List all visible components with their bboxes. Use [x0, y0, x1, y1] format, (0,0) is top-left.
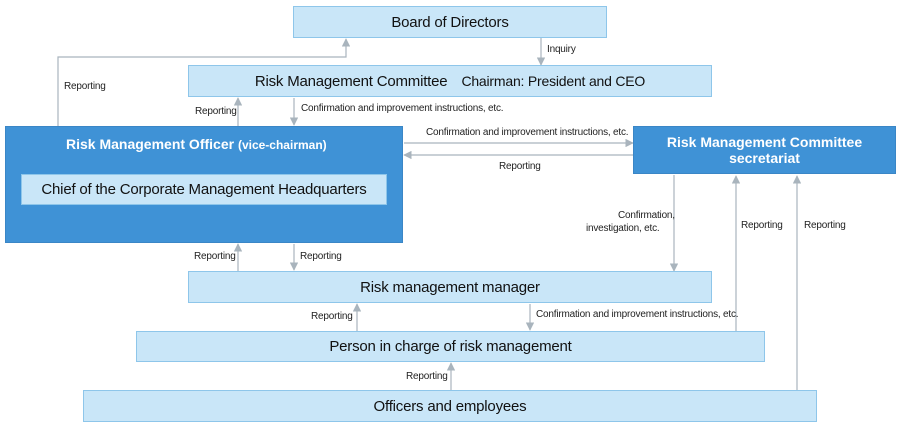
manager-label: Risk management manager [360, 278, 540, 296]
label-confirm-officer-secretariat: Confirmation and improvement instruction… [426, 127, 629, 138]
risk-management-manager-box: Risk management manager [188, 271, 712, 303]
committee-chairman: Chairman: President and CEO [461, 73, 646, 89]
arrow-officer-to-board [57, 38, 351, 126]
officers-employees-box: Officers and employees [83, 390, 817, 422]
board-of-directors-box: Board of Directors [293, 6, 607, 38]
secretariat-label: Risk Management Committee secretariat [666, 134, 863, 166]
label-confirmation-line2: investigation, etc. [586, 223, 660, 234]
label-reporting-secretariat-officer: Reporting [499, 161, 541, 172]
secretariat-box: Risk Management Committee secretariat [633, 126, 896, 174]
label-reporting-manager-officer: Reporting [194, 251, 236, 262]
officer-role: (vice-chairman) [237, 138, 327, 152]
label-reporting-person-manager: Reporting [311, 311, 353, 322]
officer-title: Risk Management Officer [66, 136, 235, 152]
label-reporting-officer-committee: Reporting [195, 106, 237, 117]
label-reporting-person-secretariat: Reporting [741, 220, 783, 231]
label-reporting-left-top: Reporting [64, 81, 106, 92]
label-confirm-committee-officer: Confirmation and improvement instruction… [301, 103, 504, 114]
label-reporting-employees-person: Reporting [406, 371, 448, 382]
label-confirmation-line1: Confirmation, [618, 210, 675, 221]
label-confirm-manager-person: Confirmation and improvement instruction… [536, 309, 739, 320]
committee-title: Risk Management Committee [254, 72, 448, 90]
chief-corporate-management-box: Chief of the Corporate Management Headqu… [21, 174, 387, 205]
label-reporting-officer-manager: Reporting [300, 251, 342, 262]
person-in-charge-box: Person in charge of risk management [136, 331, 765, 362]
board-of-directors-label: Board of Directors [391, 13, 509, 31]
chief-label: Chief of the Corporate Management Headqu… [41, 181, 367, 198]
label-reporting-employees-secretariat: Reporting [804, 220, 846, 231]
label-inquiry: Inquiry [547, 44, 576, 55]
employees-label: Officers and employees [373, 397, 527, 415]
risk-management-committee-box: Risk Management Committee Chairman: Pres… [188, 65, 712, 97]
person-label: Person in charge of risk management [329, 338, 572, 355]
